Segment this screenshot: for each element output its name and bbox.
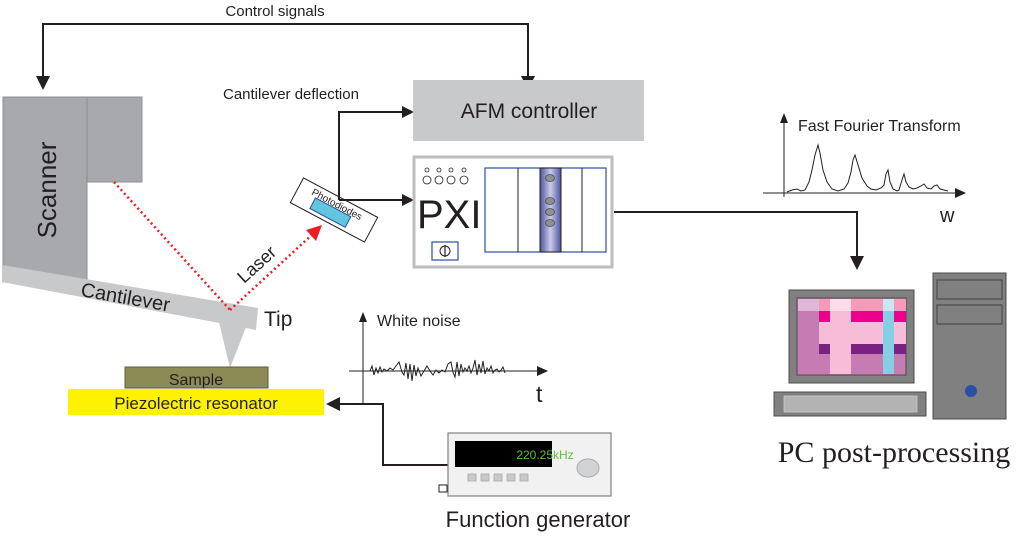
fft-title: Fast Fourier Transform xyxy=(798,118,961,135)
pxi-chassis xyxy=(412,155,614,269)
scanner-label: Scanner xyxy=(32,141,62,238)
fg-to-piezo-connector xyxy=(326,397,448,466)
fft-y-arrow xyxy=(780,113,788,123)
noise-title: White noise xyxy=(377,313,461,330)
noise-signal xyxy=(369,359,506,382)
pc-tower xyxy=(932,272,1007,420)
function-generator xyxy=(438,432,612,497)
afm-controller-label: AFM controller xyxy=(461,100,598,123)
pc-keyboard xyxy=(773,391,927,417)
power-led-icon xyxy=(965,385,977,397)
power-switch-icon xyxy=(431,241,459,261)
fg-display xyxy=(455,441,552,467)
laser-beam xyxy=(113,181,322,311)
noise-axis-label: t xyxy=(536,381,543,407)
sample-label: Sample xyxy=(169,372,223,389)
sample xyxy=(124,366,269,389)
noise-plot xyxy=(349,312,548,403)
monitor-screen-image xyxy=(798,299,906,374)
control-signals-label: Control signals xyxy=(225,3,324,20)
knob-icon[interactable] xyxy=(576,458,600,478)
piezo-resonator xyxy=(68,389,324,415)
pxi-to-pc-connector xyxy=(614,211,864,270)
fg-buttons[interactable] xyxy=(467,473,529,482)
pxi-indicator-leds xyxy=(422,167,469,185)
fft-plot xyxy=(763,113,966,198)
cantilever-label: Cantilever xyxy=(79,279,172,316)
pc-label: PC post-processing xyxy=(778,436,1011,469)
noise-x-arrow xyxy=(537,366,548,376)
pc-monitor xyxy=(788,289,915,384)
function-generator-label: Function generator xyxy=(446,507,631,532)
afm-controller-box xyxy=(413,80,644,141)
fft-axis-label: w xyxy=(939,205,955,227)
cantilever xyxy=(2,265,258,368)
photodiodes: Photodiodes xyxy=(289,177,379,243)
fg-output-port xyxy=(438,484,448,493)
deflection-connector xyxy=(338,106,414,206)
laser-label: Laser xyxy=(233,242,280,287)
piezo-label: Piezolectric resonator xyxy=(114,394,278,413)
tip-label: Tip xyxy=(264,308,292,331)
cantilever-deflection-label: Cantilever deflection xyxy=(223,86,359,103)
noise-y-arrow xyxy=(359,312,367,322)
fft-x-arrow xyxy=(955,188,966,198)
fft-spectrum xyxy=(786,143,949,193)
fg-display-readout: 220.25kHz xyxy=(516,448,573,462)
scanner xyxy=(2,96,143,283)
pxi-label: PXI xyxy=(417,193,481,237)
